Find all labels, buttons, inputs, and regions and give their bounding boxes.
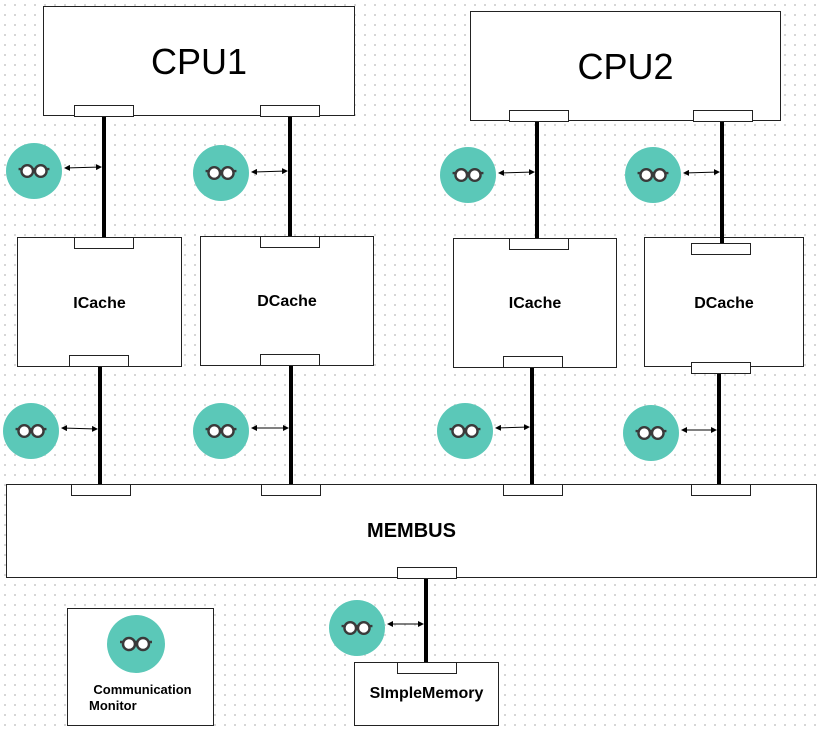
monitor-cpu2-dcache-icon[interactable] (625, 147, 681, 203)
cpu2-dcache-label: DCache (694, 295, 754, 312)
legend-label-line1: Communication (93, 682, 192, 697)
arrow-cpu2-icache (498, 169, 535, 176)
membus-port-2[interactable] (261, 484, 321, 496)
cpu1-icache-box[interactable]: ICache (17, 237, 182, 367)
wire-icache1-membus (98, 362, 102, 485)
wire-membus-memory (424, 574, 428, 663)
cpu2-box[interactable]: CPU2 (470, 11, 781, 121)
wire-cpu2-icache (535, 121, 539, 239)
wire-dcache2-membus (717, 367, 721, 485)
arrow-icache1-membus (61, 425, 98, 432)
monitor-icache1-membus-icon[interactable] (3, 403, 59, 459)
arrow-icache2-membus (495, 424, 530, 431)
cpu1-port-i[interactable] (74, 105, 134, 117)
cpu2-port-i[interactable] (509, 110, 569, 122)
icache2-port-top[interactable] (509, 238, 569, 250)
membus-port-4[interactable] (691, 484, 751, 496)
wire-dcache1-membus (289, 362, 293, 485)
icache2-port-bottom[interactable] (503, 356, 563, 368)
monitor-cpu1-dcache-icon[interactable] (193, 145, 249, 201)
monitor-dcache2-membus-icon[interactable] (623, 405, 679, 461)
arrow-cpu1-dcache (251, 168, 288, 175)
membus-label: MEMBUS (367, 520, 456, 542)
monitor-cpu2-icache-icon[interactable] (440, 147, 496, 203)
monitor-membus-memory-icon[interactable] (329, 600, 385, 656)
wire-cpu1-icache (102, 116, 106, 238)
legend-monitor-icon (107, 615, 165, 673)
cpu2-label: CPU2 (577, 46, 674, 87)
cpu1-dcache-label: DCache (257, 293, 317, 310)
membus-port-3[interactable] (503, 484, 563, 496)
cpu2-port-d[interactable] (693, 110, 753, 122)
wire-icache2-membus (530, 363, 534, 485)
dcache1-port-top[interactable] (260, 236, 320, 248)
dcache2-port-bottom[interactable] (691, 362, 751, 374)
cpu2-dcache-box[interactable]: DCache (644, 237, 804, 367)
wire-cpu2-dcache (720, 121, 724, 243)
dcache2-port-top[interactable] (691, 243, 751, 255)
cpu2-icache-label: ICache (508, 295, 562, 312)
membus-port-memory[interactable] (397, 567, 457, 579)
icache1-port-bottom[interactable] (69, 355, 129, 367)
monitor-dcache1-membus-icon[interactable] (193, 403, 249, 459)
dcache1-port-bottom[interactable] (260, 354, 320, 366)
cpu1-label: CPU1 (150, 41, 248, 82)
legend-label-line2: Monitor (89, 698, 137, 713)
cpu1-icache-label: ICache (73, 295, 126, 312)
simple-memory-label: SImpleMemory (369, 685, 484, 702)
memory-port[interactable] (397, 662, 457, 674)
cpu1-box[interactable]: CPU1 (43, 6, 355, 116)
arrow-cpu2-dcache (683, 169, 720, 176)
membus-port-1[interactable] (71, 484, 131, 496)
wire-cpu1-dcache (288, 116, 292, 237)
monitor-icache2-membus-icon[interactable] (437, 403, 493, 459)
cpu1-port-d[interactable] (260, 105, 320, 117)
arrow-cpu1-icache (64, 164, 102, 171)
legend-box: Communication Monitor (67, 608, 214, 726)
monitor-cpu1-icache-icon[interactable] (6, 143, 62, 199)
icache1-port-top[interactable] (74, 237, 134, 249)
membus-box[interactable]: MEMBUS (6, 484, 817, 578)
